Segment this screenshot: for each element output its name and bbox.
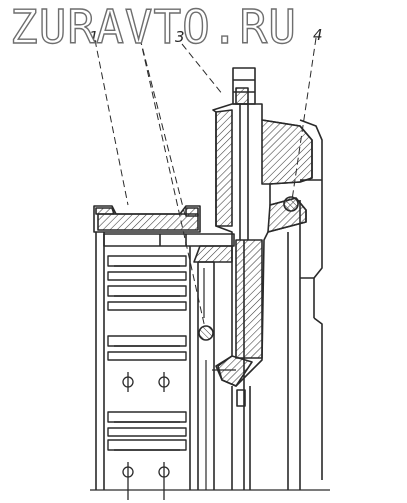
- callout-4: 4: [313, 26, 323, 44]
- roller-row-5: [107, 439, 187, 451]
- center-plate: [203, 268, 236, 490]
- bearing-cage: [95, 232, 215, 490]
- callout-3: 3: [175, 28, 185, 46]
- hub-body: [212, 103, 313, 387]
- needle-rollers: [107, 255, 187, 451]
- roller-row-3: [107, 335, 187, 361]
- callout-1: 1: [89, 28, 99, 46]
- top-stud: [232, 67, 256, 105]
- seal-ring-4: [283, 196, 299, 212]
- right-flange: [287, 119, 323, 490]
- roller-row-4: [107, 411, 187, 437]
- bolt-holes: [122, 372, 170, 500]
- site-watermark: ZURAVTO.RU: [9, 0, 297, 54]
- roller-row-2: [107, 285, 187, 311]
- seal-ring-lower: [198, 325, 214, 341]
- gear-ring: [93, 205, 201, 233]
- inner-shaft: [231, 104, 251, 490]
- roller-row-1: [107, 255, 187, 281]
- cross-pin: [103, 233, 235, 263]
